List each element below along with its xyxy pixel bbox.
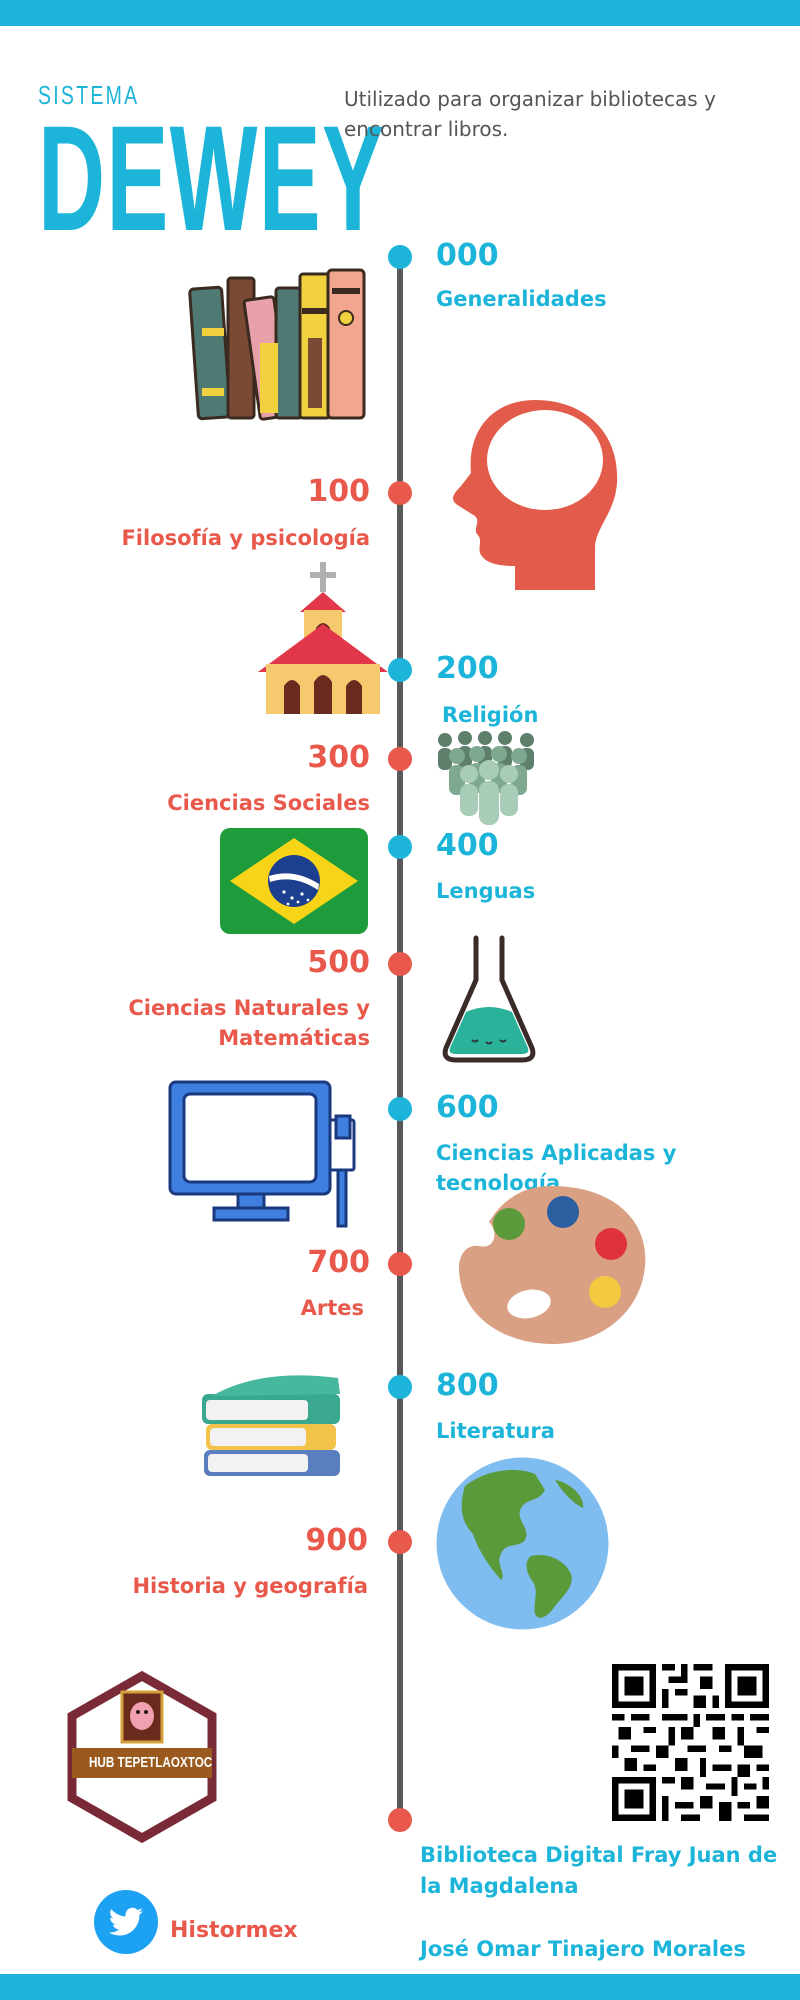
timeline-dot-800 [388,1375,412,1399]
page-subtitle: Utilizado para organizar bibliotecas y e… [344,87,716,141]
title-kicker: SISTEMA [38,80,140,110]
class-200-code: 200 [436,651,499,686]
people-icon [438,731,534,825]
class-300-name: Ciencias Sociales [167,791,370,815]
class-600-code: 600 [436,1090,499,1125]
church-icon [258,562,388,714]
library-name: Biblioteca Digital Fray Juan de la Magda… [420,1843,778,1898]
book-stack-icon [202,1375,340,1476]
class-600-name: Ciencias Aplicadas y tecnología [436,1141,677,1195]
class-700-code: 700 [307,1245,370,1280]
class-200-name: Religión [442,703,539,727]
class-100-code: 100 [307,474,370,509]
bottom-bar [0,1974,800,2000]
head-icon [453,400,618,590]
computer-icon [168,1080,356,1228]
class-500-name: Ciencias Naturales y Matemáticas [128,996,370,1050]
class-300-code: 300 [307,740,370,775]
class-400-name: Lenguas [436,879,536,903]
twitter-handle[interactable]: Histormex [170,1918,298,1943]
palette-icon [459,1186,646,1344]
class-400-code: 400 [436,828,499,863]
top-bar [0,0,800,26]
timeline-dot-600 [388,1097,412,1121]
flask-icon [442,935,536,1063]
twitter-icon[interactable] [94,1890,158,1954]
qr-code-icon [612,1664,769,1821]
hub-badge-label: HUB TEPETLAOXTOC [88,1754,213,1771]
books-icon [188,268,366,421]
class-000-code: 000 [436,238,499,273]
timeline-dot-900 [388,1530,412,1554]
timeline-axis [397,255,403,1820]
hub-badge-icon [67,1670,217,1844]
class-800-name: Literatura [436,1419,555,1443]
timeline-dot-500 [388,952,412,976]
class-900-code: 900 [305,1523,368,1558]
class-100-name: Filosofía y psicología [121,526,370,550]
class-900-name: Historia y geografía [132,1574,368,1598]
author-name: José Omar Tinajero Morales [420,1937,746,1961]
timeline-dot-700 [388,1252,412,1276]
timeline-dot-end [388,1808,412,1832]
globe-icon [436,1457,609,1630]
timeline-dot-000 [388,245,412,269]
timeline-dot-200 [388,658,412,682]
page-title: DEWEY [38,94,386,262]
class-700-name: Artes [300,1296,364,1320]
timeline-dot-400 [388,835,412,859]
class-000-name: Generalidades [436,287,607,311]
timeline-dot-100 [388,481,412,505]
timeline-dot-300 [388,747,412,771]
class-800-code: 800 [436,1368,499,1403]
class-500-code: 500 [307,945,370,980]
brazil-flag-icon [220,828,368,934]
